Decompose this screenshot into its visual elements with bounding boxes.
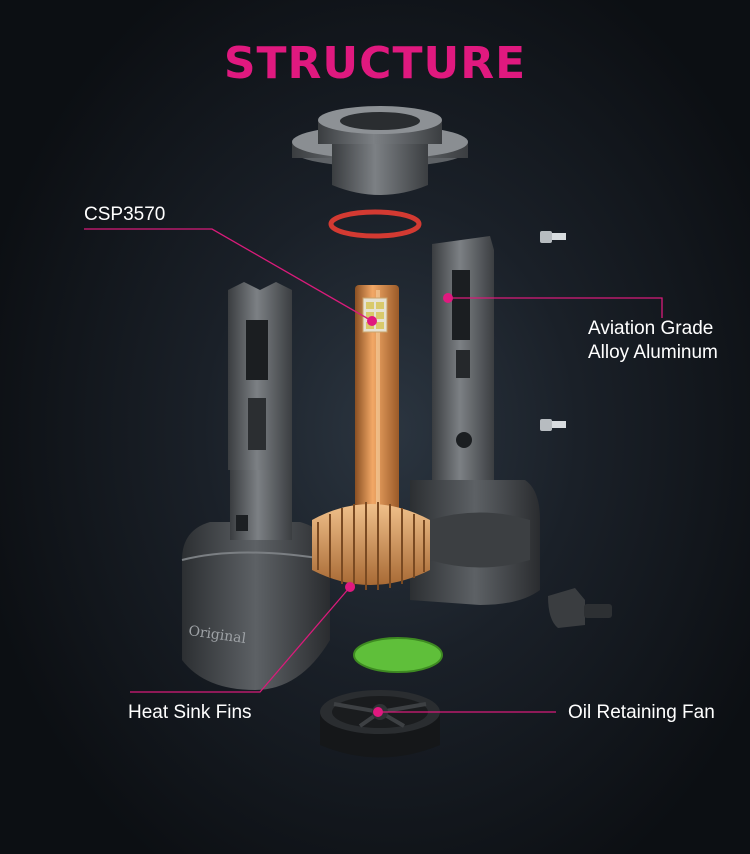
marker-dot <box>345 582 355 592</box>
mounting-collar <box>292 106 468 195</box>
callout-heatsink: Heat Sink Fins <box>128 702 252 723</box>
green-disc <box>353 637 443 673</box>
heat-sink <box>312 502 430 590</box>
marker-dot <box>443 293 453 303</box>
page-title: STRUCTURE <box>223 38 527 89</box>
connector-plug <box>548 588 612 628</box>
callout-aviation-line1: Aviation Grade <box>588 318 714 339</box>
led-copper-core <box>355 285 399 515</box>
leader-line-csp <box>84 228 373 322</box>
left-housing-half: Original <box>181 282 331 690</box>
callout-fan: Oil Retaining Fan <box>568 702 715 723</box>
screw <box>540 419 566 431</box>
callout-aviation-line2: Alloy Aluminum <box>588 342 718 363</box>
leader-line-heatsink <box>130 586 351 693</box>
fan <box>320 690 440 758</box>
screw <box>540 231 566 243</box>
marker-dot <box>367 316 377 326</box>
marker-dot <box>373 707 383 717</box>
leader-line-aviation <box>448 297 663 318</box>
o-ring <box>328 209 422 239</box>
callout-csp3570: CSP3570 <box>84 204 166 225</box>
